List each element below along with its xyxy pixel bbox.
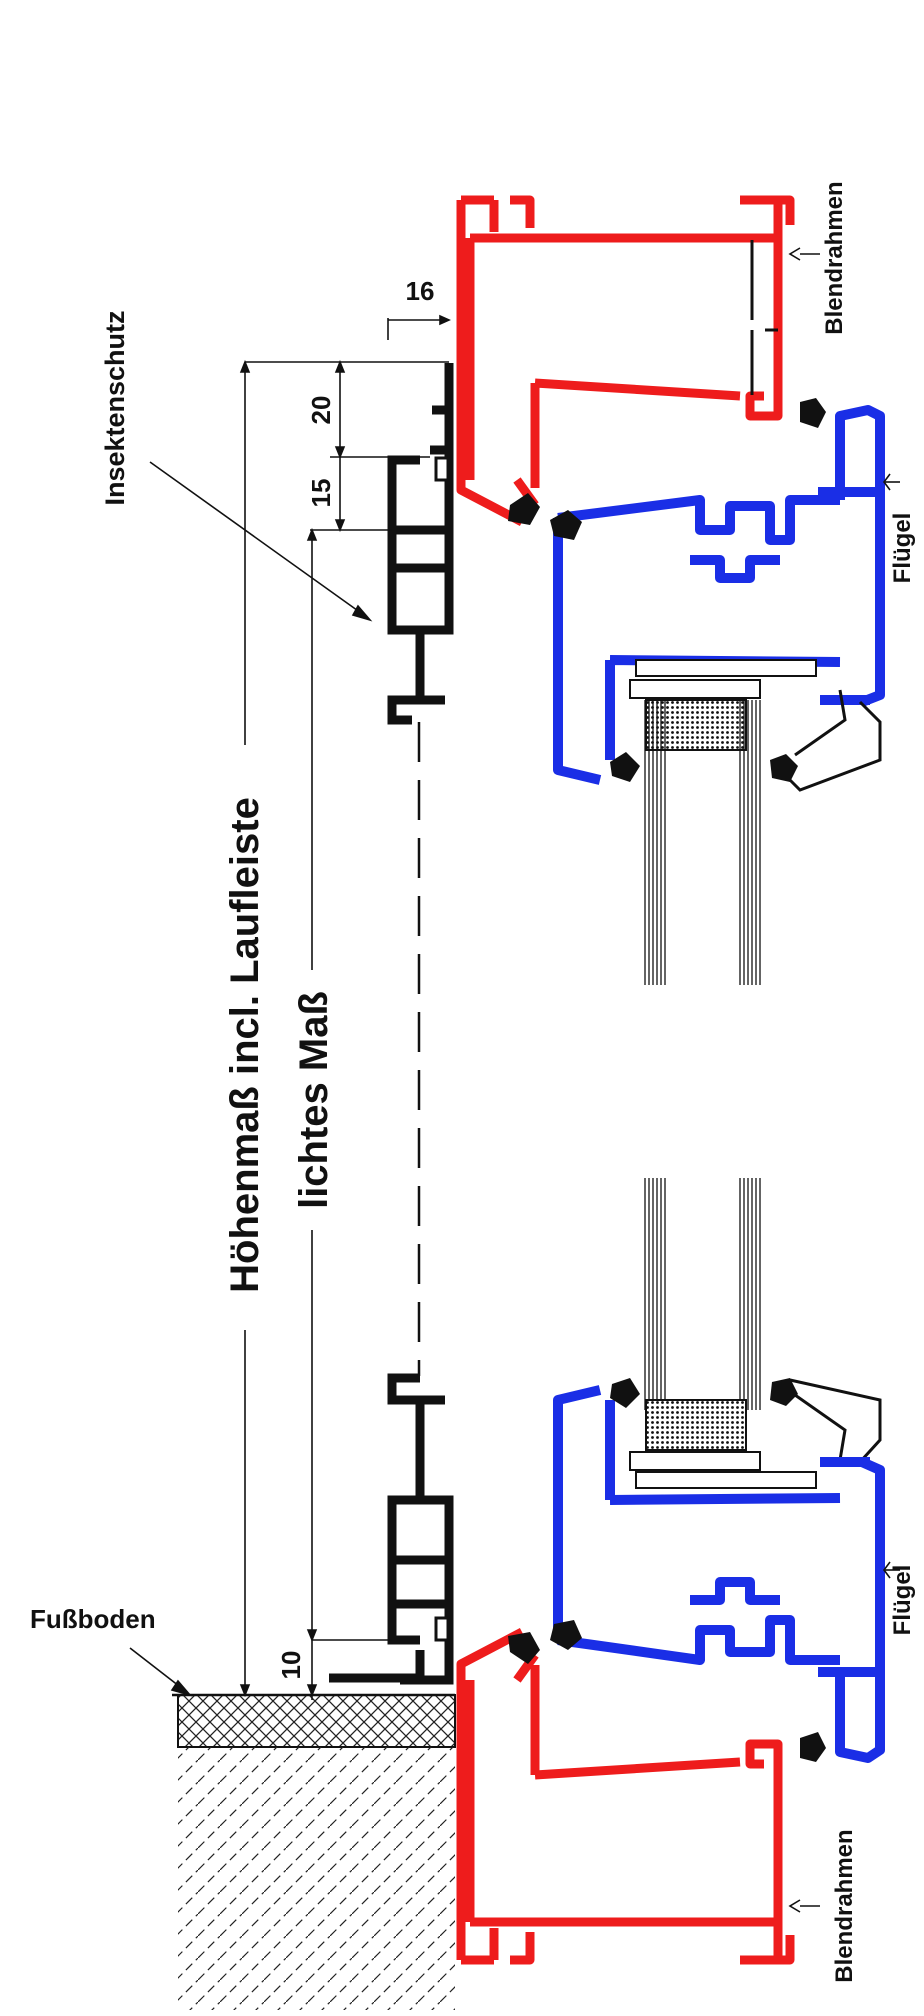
dimension-10-label: 10 (276, 1651, 306, 1680)
screen-bottom-brush (434, 1616, 450, 1642)
frame-profile-top (456, 195, 795, 526)
clear-dimension-label: lichtes Maß (292, 991, 336, 1209)
sash-bottom-gasket (550, 1378, 798, 1650)
insect-screen-profile-bottom (329, 1373, 454, 1685)
floor-section (172, 1693, 456, 2010)
height-incl-rail-label: Höhenmaß incl. Laufleiste (223, 797, 267, 1293)
glass-spacer-bottom (629, 1399, 817, 1489)
floor-label: Fußboden (30, 1604, 156, 1634)
frame-top-inner-chamber (750, 240, 778, 395)
dimension-16-label: 16 (406, 276, 435, 306)
sash-label-top: Flügel (889, 513, 916, 584)
frame-label-top: Blendrahmen (821, 181, 848, 334)
dimension-15-label: 15 (306, 479, 336, 508)
frame-bottom-gasket (508, 1632, 826, 1762)
glass-panes-lower (644, 1178, 761, 1410)
glass-panes-upper (644, 700, 761, 985)
floor-concrete (178, 1747, 455, 2010)
sash-label-bottom: Flügel (889, 1565, 916, 1636)
glass-spacer-top (629, 659, 817, 751)
sash-profile-bottom (553, 1385, 885, 1763)
frame-label-bottom: Blendrahmen (831, 1829, 858, 1982)
sash-top-gasket (550, 510, 798, 782)
insect-screen-label: Insektenschutz (100, 310, 130, 505)
glazing-bead-bottom (789, 1378, 882, 1464)
screen-top-brush (434, 456, 450, 482)
floor-screed (177, 1694, 456, 1748)
frame-top-gasket (508, 398, 826, 525)
dimension-20-label: 20 (306, 396, 336, 425)
glazing-bead-top (788, 689, 882, 792)
dimension-lines (129, 247, 900, 1913)
frame-profile-bottom (456, 1628, 795, 1965)
insect-screen-profile-top (387, 363, 454, 725)
